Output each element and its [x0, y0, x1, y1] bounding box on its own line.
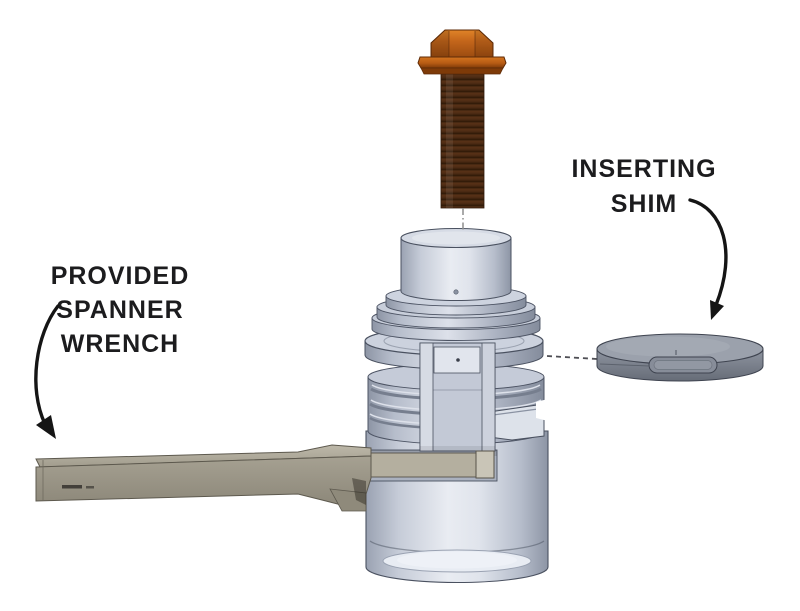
shim-slot-inner: [653, 360, 713, 370]
flanged-hex-bolt: [417, 29, 507, 232]
bolt-flange: [417, 56, 507, 69]
piston-block: [419, 342, 496, 452]
block-right-rail: [481, 342, 496, 452]
hex-right-facet: [475, 30, 493, 57]
bolt-shaft-highlight: [446, 70, 453, 208]
block-bottom-shadow: [420, 446, 495, 451]
callout-spanner-wrench: PROVIDED SPANNER WRENCH: [34, 262, 190, 439]
handle-engraving-2: [86, 486, 94, 489]
shim-face-line: [599, 363, 650, 367]
arrowhead-wrench: [36, 415, 56, 439]
wrench-under-wedge: [329, 488, 367, 512]
label-shim: SHIM: [611, 190, 678, 218]
label-spanner: SPANNER: [56, 296, 183, 324]
cap-nub: [453, 289, 459, 295]
shim-top-highlight: [606, 336, 730, 357]
handle-engraving: [62, 485, 82, 489]
spanner-wrench: [35, 444, 495, 512]
cap-side: [400, 237, 512, 301]
arrow-to-wrench: [34, 304, 60, 426]
label-wrench: WRENCH: [61, 330, 180, 358]
arrow-to-shim: [688, 198, 728, 307]
wrench-shadow: [352, 478, 366, 505]
label-inserting: INSERTING: [571, 155, 716, 183]
arrowhead-shim: [710, 300, 724, 320]
bolt-flange-rim: [420, 67, 504, 75]
label-provided: PROVIDED: [51, 262, 190, 290]
body-bottom-highlight: [397, 551, 517, 569]
bolt-shaft: [440, 69, 485, 209]
callout-inserting-shim: INSERTING SHIM: [571, 155, 728, 320]
cutout-gap: [536, 399, 548, 421]
wrench-tip: [365, 452, 477, 478]
top-cap: [400, 227, 512, 301]
cutout-inner-line: [492, 408, 539, 416]
shim-disc: [546, 333, 764, 382]
block-center-dot: [456, 358, 460, 362]
block-left-rail: [419, 342, 434, 452]
hex-left-facet: [431, 30, 449, 57]
hex-facet-lines: [448, 31, 476, 57]
cap-top-highlight: [412, 231, 500, 245]
wrench-tip-end: [475, 450, 495, 479]
